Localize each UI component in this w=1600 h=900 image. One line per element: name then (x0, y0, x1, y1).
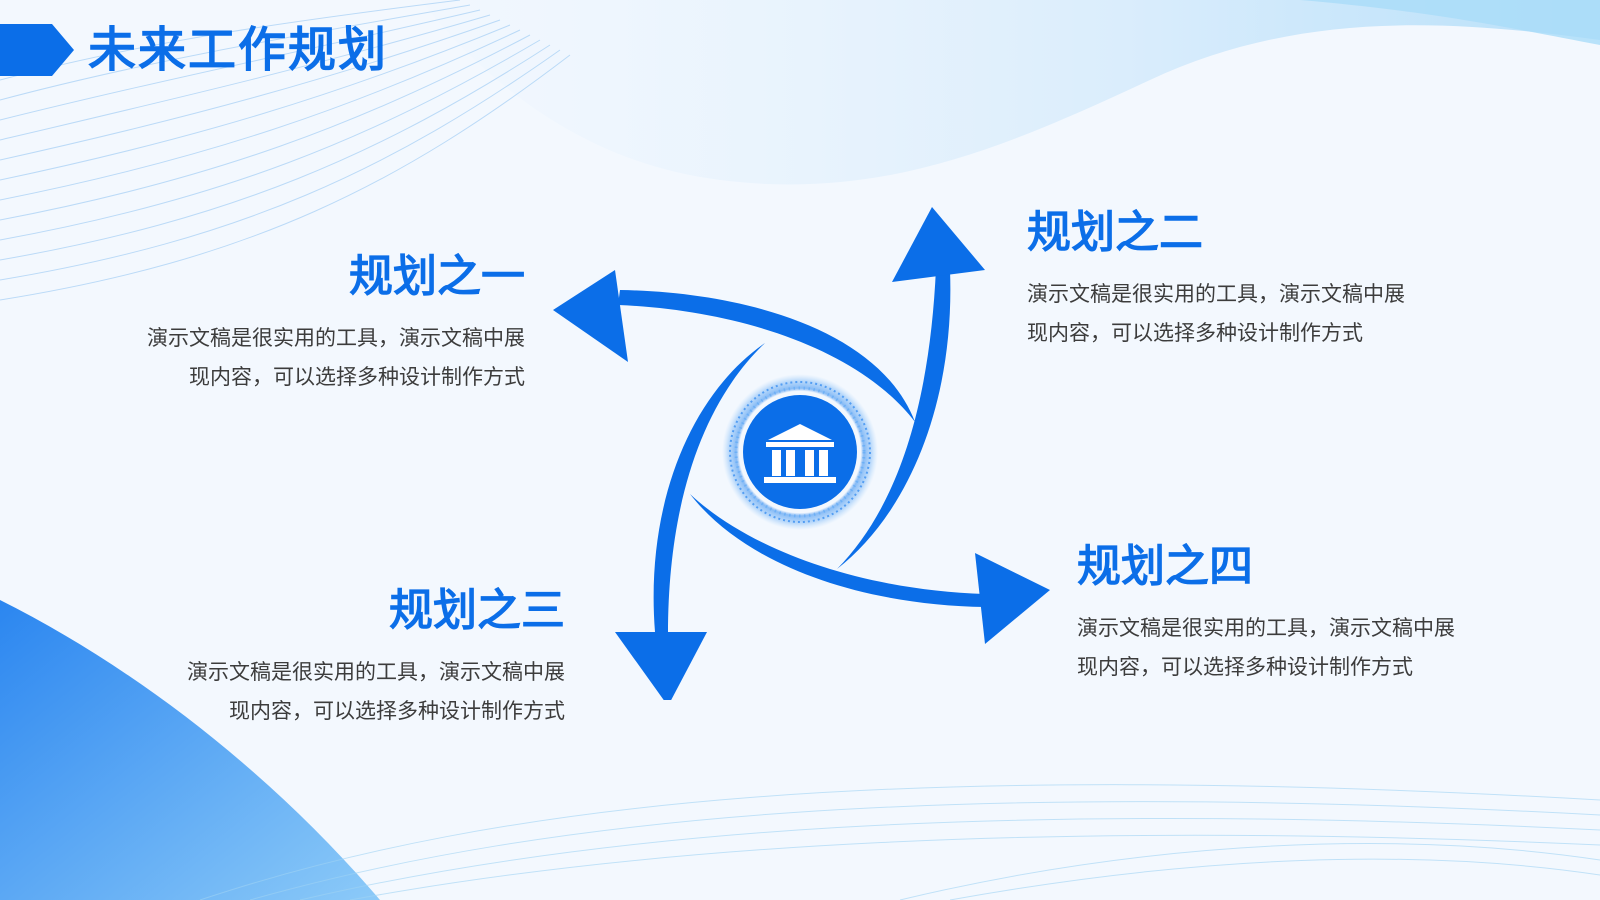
building-icon (764, 424, 836, 483)
plan-description-1-line-1: 演示文稿是很实用的工具，演示文稿中展 (147, 326, 525, 350)
arrow-plan-2 (837, 207, 985, 569)
arrow-plan-4 (690, 494, 1050, 644)
plan-description-4-line-1: 演示文稿是很实用的工具，演示文稿中展 (1077, 616, 1455, 640)
plan-description-4: 演示文稿是很实用的工具，演示文稿中展 现内容，可以选择多种设计制作方式 (1077, 609, 1455, 687)
center-circle (743, 395, 857, 509)
slide-title: 未来工作规划 (88, 22, 389, 78)
plan-description-1: 演示文稿是很实用的工具，演示文稿中展 现内容，可以选择多种设计制作方式 (147, 319, 525, 397)
plan-description-4-line-2: 现内容，可以选择多种设计制作方式 (1077, 655, 1413, 679)
plan-description-3-line-1: 演示文稿是很实用的工具，演示文稿中展 (187, 660, 565, 684)
plan-heading-1: 规划之一 (349, 251, 525, 302)
arrow-plan-1 (553, 270, 915, 422)
plan-description-2-line-1: 演示文稿是很实用的工具，演示文稿中展 (1027, 282, 1405, 306)
plan-description-2: 演示文稿是很实用的工具，演示文稿中展 现内容，可以选择多种设计制作方式 (1027, 275, 1405, 353)
plan-description-2-line-2: 现内容，可以选择多种设计制作方式 (1027, 321, 1363, 345)
title-tab-marker (0, 24, 74, 76)
plan-heading-4: 规划之四 (1077, 541, 1253, 592)
plan-block-3: 规划之三 演示文稿是很实用的工具，演示文稿中展 现内容，可以选择多种设计制作方式 (187, 581, 565, 731)
plan-block-4: 规划之四 演示文稿是很实用的工具，演示文稿中展 现内容，可以选择多种设计制作方式 (1077, 537, 1455, 687)
pinwheel-arrows-graphic (553, 207, 1050, 700)
plan-description-1-line-2: 现内容，可以选择多种设计制作方式 (189, 365, 525, 389)
plan-description-3: 演示文稿是很实用的工具，演示文稿中展 现内容，可以选择多种设计制作方式 (187, 653, 565, 731)
plan-heading-2: 规划之二 (1027, 207, 1203, 258)
plan-block-2: 规划之二 演示文稿是很实用的工具，演示文稿中展 现内容，可以选择多种设计制作方式 (1027, 203, 1405, 353)
arrow-plan-3 (615, 343, 765, 700)
plan-description-3-line-2: 现内容，可以选择多种设计制作方式 (229, 699, 565, 723)
plan-heading-3: 规划之三 (389, 585, 565, 636)
plan-block-1: 规划之一 演示文稿是很实用的工具，演示文稿中展 现内容，可以选择多种设计制作方式 (147, 247, 525, 397)
